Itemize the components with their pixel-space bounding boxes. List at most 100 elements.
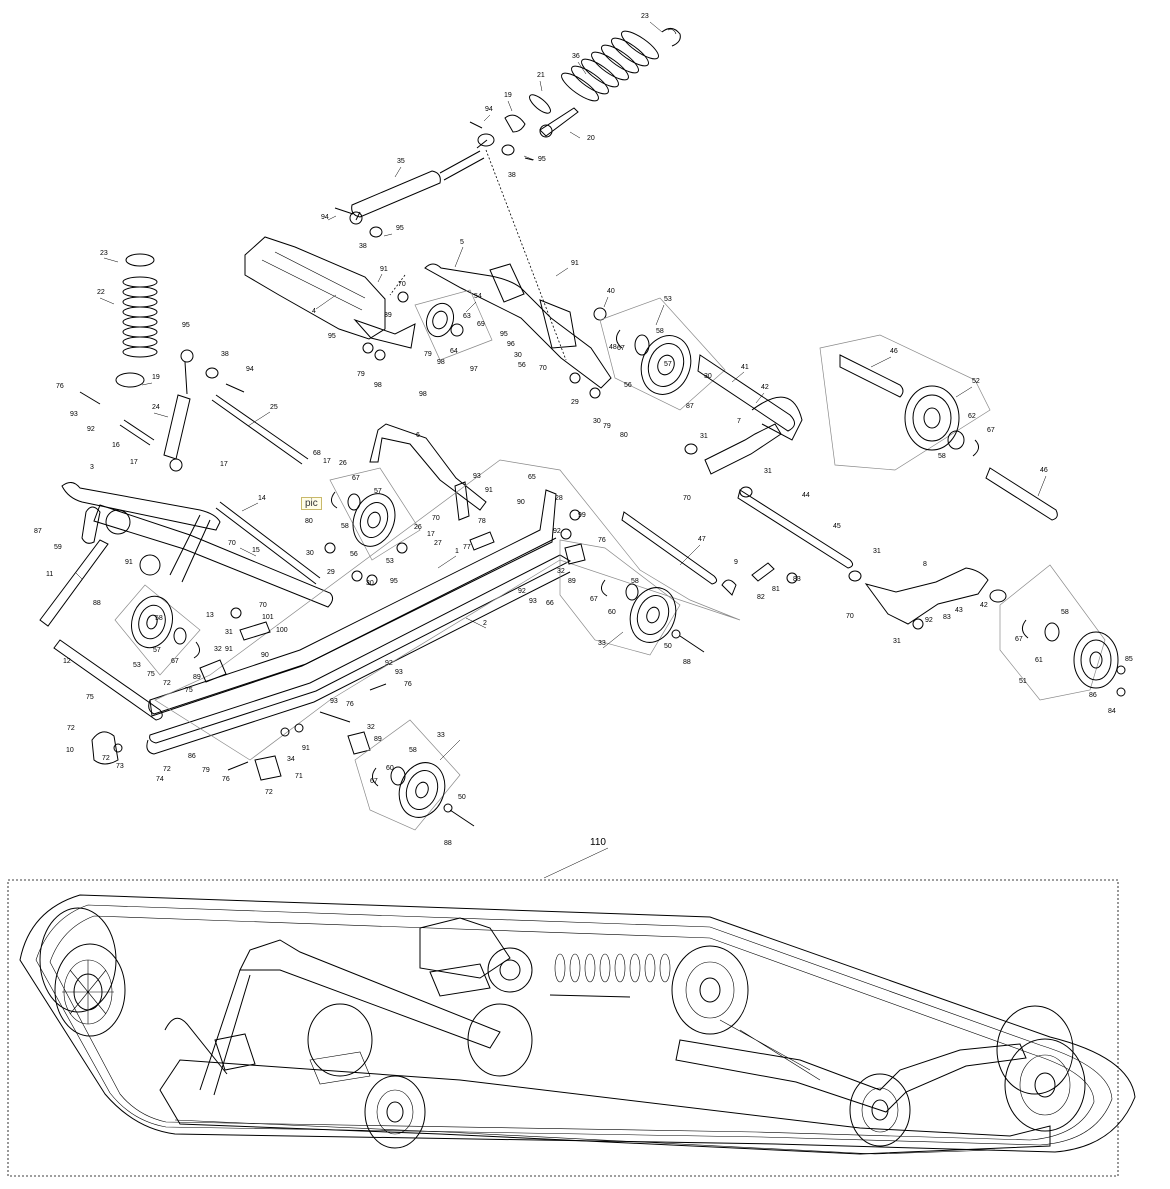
rear-crossbar [684, 354, 803, 498]
callout-79: 79 [603, 423, 611, 430]
callout-79: 79 [357, 371, 365, 378]
callout-91: 91 [380, 266, 388, 273]
callout-19: 19 [152, 374, 160, 381]
rear-arm-right [864, 564, 1126, 701]
callout-72: 72 [163, 680, 171, 687]
callout-91: 91 [302, 745, 310, 752]
callout-92: 92 [87, 426, 95, 433]
callout-58: 58 [155, 615, 163, 622]
idler-wheel-53-left [114, 584, 271, 683]
callout-79: 79 [424, 351, 432, 358]
front-shock-assembly [79, 253, 309, 472]
callout-91: 91 [125, 559, 133, 566]
callout-76: 76 [346, 701, 354, 708]
callout-58: 58 [656, 328, 664, 335]
callout-58: 58 [1061, 609, 1069, 616]
callout-25: 25 [270, 404, 278, 411]
callout-98: 98 [374, 382, 382, 389]
callout-95: 95 [182, 322, 190, 329]
callout-99: 99 [578, 512, 586, 519]
callout-12: 12 [63, 658, 71, 665]
callout-45: 45 [833, 523, 841, 530]
callout-24: 24 [152, 404, 160, 411]
callout-34: 34 [287, 756, 295, 763]
drive-sprocket [39, 907, 126, 1037]
callout-71: 71 [295, 773, 303, 780]
callout-57: 57 [664, 361, 672, 368]
callout-77: 77 [463, 544, 471, 551]
front-lower-arm [39, 482, 334, 721]
callout-11: 11 [46, 571, 53, 578]
assembly-label: 110 [590, 837, 606, 848]
callout-56: 56 [350, 551, 358, 558]
callout-87: 87 [686, 403, 694, 410]
rail-bracket [369, 423, 495, 551]
callout-56: 56 [624, 382, 632, 389]
idler-wheel-33-lower [354, 719, 475, 831]
rear-wheel-group-52 [819, 334, 1058, 521]
callout-40: 40 [607, 288, 615, 295]
callout-35: 35 [397, 158, 405, 165]
callout-70: 70 [432, 515, 440, 522]
callout-29: 29 [571, 399, 579, 406]
callout-26: 26 [339, 460, 347, 467]
callout-39: 39 [384, 312, 392, 319]
idler-wheel-top [599, 297, 726, 411]
callout-82: 82 [757, 594, 765, 601]
callout-14: 14 [258, 495, 266, 502]
callout-72: 72 [67, 725, 75, 732]
callout-28: 28 [555, 495, 563, 502]
callout-88: 88 [93, 600, 101, 607]
callout-53: 53 [664, 296, 672, 303]
callout-23: 23 [641, 13, 649, 20]
callout-30: 30 [514, 352, 522, 359]
callout-89: 89 [193, 674, 201, 681]
callout-27: 27 [434, 540, 442, 547]
callout-60: 60 [608, 609, 616, 616]
callout-17: 17 [220, 461, 228, 468]
callout-53: 53 [386, 558, 394, 565]
callout-31: 31 [893, 638, 901, 645]
callout-42: 42 [980, 602, 988, 609]
callout-61: 61 [1035, 657, 1043, 664]
callout-88: 88 [683, 659, 691, 666]
callout-81: 81 [772, 586, 780, 593]
callout-67: 67 [1015, 636, 1023, 643]
callout-70: 70 [539, 365, 547, 372]
leader-lines [75, 21, 1047, 761]
callout-30: 30 [593, 418, 601, 425]
rear-shock-assembly [334, 28, 681, 238]
slide-rails [146, 459, 741, 761]
callout-56: 56 [518, 362, 526, 369]
callout-30: 30 [704, 373, 712, 380]
callout-92: 92 [925, 617, 933, 624]
callout-20: 20 [587, 135, 595, 142]
callout-95: 95 [500, 331, 508, 338]
callout-70: 70 [846, 613, 854, 620]
callout-9: 9 [734, 559, 738, 566]
callout-30: 30 [366, 580, 374, 587]
callout-32: 32 [367, 724, 375, 731]
callout-67: 67 [617, 345, 625, 352]
callout-100: 100 [276, 627, 288, 634]
callout-95: 95 [396, 225, 404, 232]
callout-92: 92 [553, 528, 561, 535]
callout-50: 50 [664, 643, 672, 650]
exploded-view [39, 21, 1126, 831]
callout-2: 2 [483, 620, 487, 627]
rear-arm [424, 263, 612, 399]
pic-tag[interactable]: pic [301, 497, 322, 510]
callout-95: 95 [538, 156, 546, 163]
callout-8: 8 [923, 561, 927, 568]
callout-76: 76 [598, 537, 606, 544]
callout-38: 38 [508, 172, 516, 179]
callout-93: 93 [70, 411, 78, 418]
callout-85: 85 [1125, 656, 1133, 663]
callout-79: 79 [202, 767, 210, 774]
idler-wheel-57 [324, 467, 421, 586]
callout-75: 75 [86, 694, 94, 701]
callout-94: 94 [246, 366, 254, 373]
callout-51: 51 [1019, 678, 1027, 685]
callout-80: 80 [620, 432, 628, 439]
